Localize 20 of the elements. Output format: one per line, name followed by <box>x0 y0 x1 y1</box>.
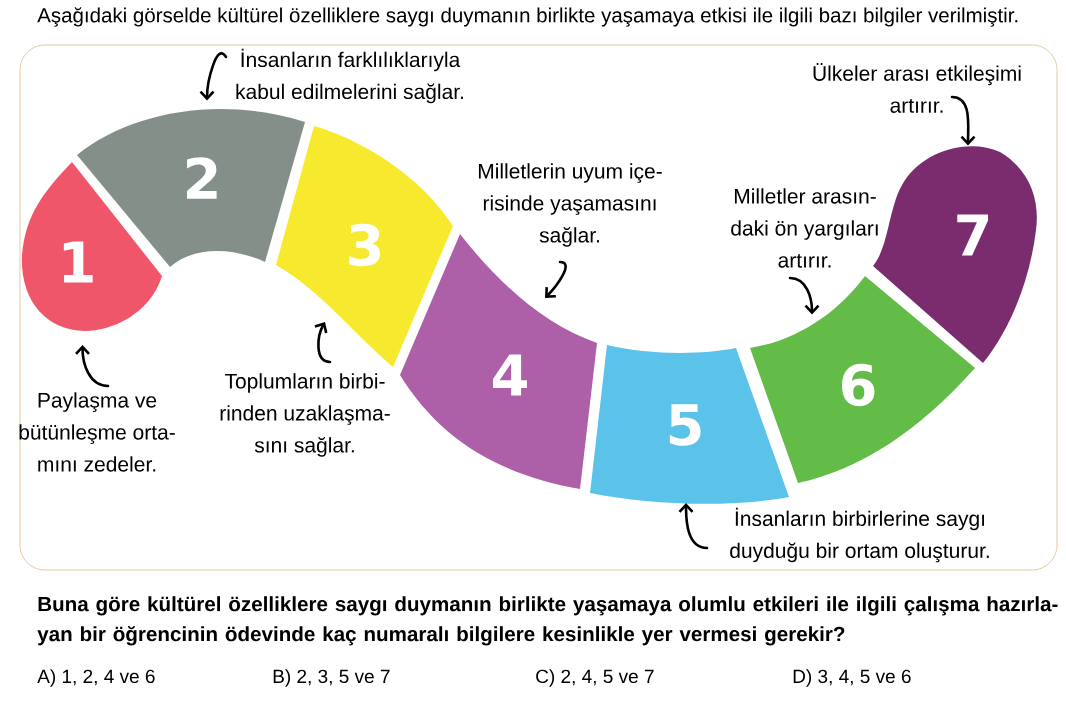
answer-option: B) 2, 3, 5 ve 7 <box>273 669 390 687</box>
answer-option: D) 3, 4, 5 ve 6 <box>793 669 911 687</box>
curved-arrow <box>545 260 567 298</box>
statement-text: İnsanların birbirlerine saygı duyduğu bir ortam oluşturur. <box>730 507 989 563</box>
path-segment: 3 <box>276 126 453 367</box>
curved-arrow <box>75 344 110 388</box>
instruction-text: Aşağıdaki görselde kültürel özelliklere saygı duymanın birlikte yaşamaya etkisi ile ilgili bazı bilgiler verilmiştir. <box>37 7 1018 27</box>
path-segment: 5 <box>590 345 789 504</box>
question-text: Buna göre kültürel özelliklere saygı duymanın birlikte yaşamaya olumlu etkileri ile ilgili çalışma hazırla- yan bir öğrencinin ödevinde kaç numaralı bilgilere kesinlikle yer vermesi gerekir? <box>37 596 1058 646</box>
statement-text: Toplumların birbi- rinden uzaklaşma- sını sağlar. <box>220 373 390 457</box>
curved-arrow <box>788 276 820 315</box>
statement-text: Paylaşma ve bütünleşme orta- mını zedeler. <box>19 392 175 472</box>
path-segment: 1 <box>22 162 162 331</box>
path-segment: 6 <box>750 276 975 483</box>
curved-arrow <box>678 503 709 550</box>
answer-option: C) 2, 4, 5 ve 7 <box>536 669 654 687</box>
statement-text: Ülkeler arası etkileşimi artırır. <box>813 63 1021 113</box>
statement-text: İnsanların farklılıklarıyla kabul edilmelerini sağlar. <box>236 48 463 104</box>
curved-arrow <box>199 52 228 101</box>
answer-option: A) 1, 2, 4 ve 6 <box>37 669 155 687</box>
